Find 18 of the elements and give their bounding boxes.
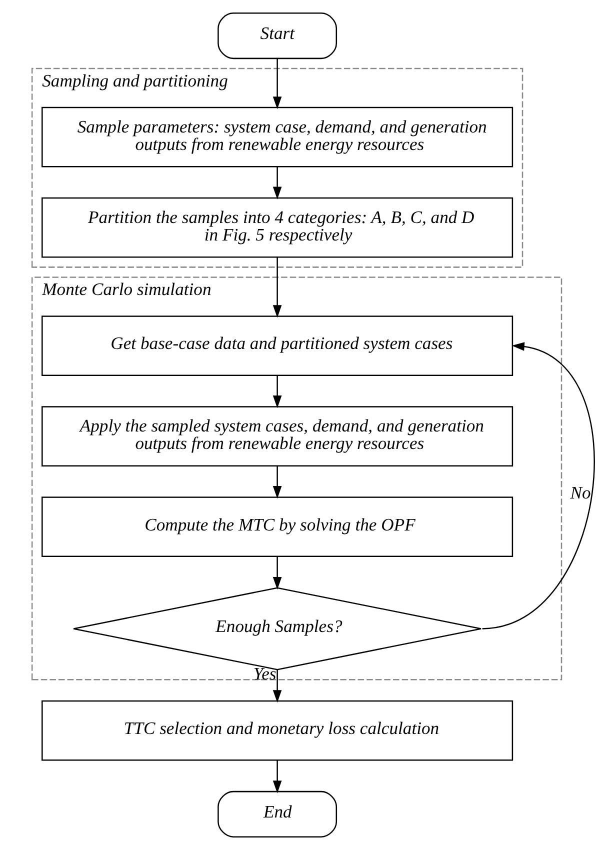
node-box: Start xyxy=(217,12,337,60)
arrow xyxy=(272,556,282,590)
arrow xyxy=(482,342,594,630)
arrow xyxy=(272,375,282,408)
node-box: TTC selection and monetary loss calculation xyxy=(41,700,513,761)
edge-label: No xyxy=(570,482,590,502)
arrow xyxy=(272,670,282,703)
node-box: Compute the MTC by solving the OPF xyxy=(41,496,513,558)
node-box: Apply the sampled system cases, demand, and generation outputs from renewable energy resources xyxy=(41,406,513,466)
node-box: Partition the samples into 4 categories: A, B, C, and D in Fig. 5 respectively xyxy=(41,197,513,258)
node-box: Get base-case data and partitioned system cases xyxy=(41,316,513,376)
arrow xyxy=(272,166,282,200)
arrow xyxy=(272,58,282,110)
node-box: Sample parameters: system case, demand, and generation outputs from renewable energy resources xyxy=(41,106,513,168)
arrow xyxy=(272,760,282,794)
arrow xyxy=(272,466,282,499)
node-box: End xyxy=(217,790,337,838)
arrow xyxy=(272,257,282,318)
